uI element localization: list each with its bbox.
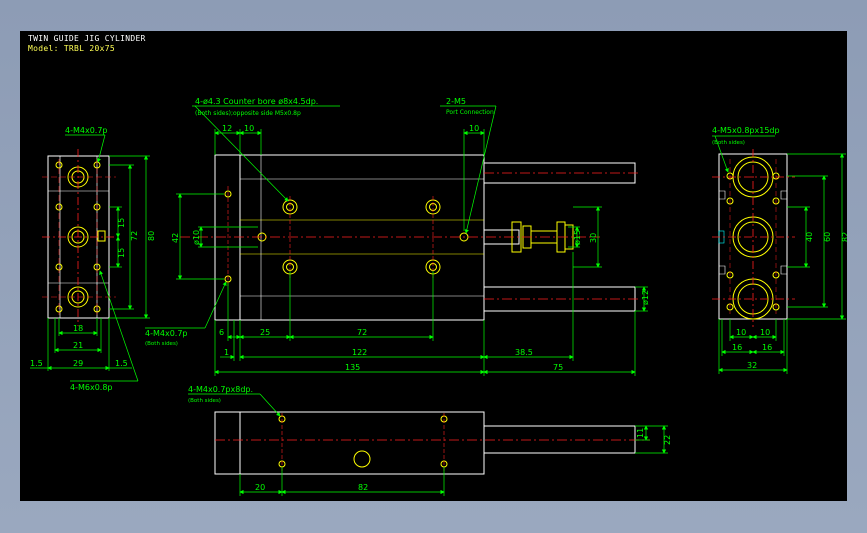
dim-left-1-5-right: 1.5 <box>115 359 128 368</box>
dim-bottom-20: 20 <box>255 483 265 492</box>
dim-left-72: 72 <box>130 231 139 241</box>
dim-right-10b: 10 <box>760 328 770 337</box>
front-left-thread-label: 4-M4x0.7p <box>145 329 188 338</box>
dim-bottom-11: 11 <box>636 428 645 438</box>
dim-front-dia-12: ø12 <box>641 290 650 305</box>
drawing-title: TWIN GUIDE JIG CYLINDER <box>28 34 146 43</box>
front-view: 4-ø4.3 Counter bore ø8x4.5dp. (Both side… <box>145 97 650 376</box>
dim-right-60: 60 <box>823 232 832 242</box>
left-bottom-thread-label: 4-M6x0.8p <box>70 383 113 392</box>
dim-front-1: 1 <box>224 348 229 357</box>
dim-front-dia-10: ø10 <box>192 230 201 245</box>
dim-front-38-5: 38.5 <box>515 348 533 357</box>
right-end-view: 4-M5x0.8px15dp (Both sides) 40 60 82 10 … <box>712 126 847 374</box>
dim-front-72: 72 <box>357 328 367 337</box>
front-left-thread-note: (Both sides) <box>145 341 178 347</box>
bottom-view: 4-M4x0.7px8dp. (Both sides) 11 22 20 82 <box>188 385 672 496</box>
dim-right-82: 82 <box>841 232 847 242</box>
cad-drawing-canvas: TWIN GUIDE JIG CYLINDER Model: TRBL 20x7… <box>20 31 847 501</box>
right-thread-label: 4-M5x0.8px15dp <box>712 126 780 135</box>
left-side-view: 4-M4x0.7p 4-M6x0.8p 15 15 72 80 18 21 29… <box>30 126 156 392</box>
dim-right-16b: 16 <box>762 343 772 352</box>
dim-front-135: 135 <box>345 363 360 372</box>
dim-front-10-right: 10 <box>469 124 479 133</box>
dim-right-16a: 16 <box>732 343 742 352</box>
dim-bottom-22: 22 <box>663 435 672 445</box>
right-thread-note: (Both sides) <box>712 140 745 146</box>
dim-front-10: 10 <box>244 124 254 133</box>
dim-front-122: 122 <box>352 348 367 357</box>
dim-front-6: 6 <box>219 328 224 337</box>
dim-left-1-5-left: 1.5 <box>30 359 43 368</box>
dim-right-10a: 10 <box>736 328 746 337</box>
dim-left-29: 29 <box>73 359 83 368</box>
counter-bore-note: (Both sides);opposite side M5x0.8p <box>195 110 301 117</box>
dim-left-15b: 15 <box>117 248 126 258</box>
port-note: Port Connection <box>446 109 494 116</box>
counter-bore-label: 4-ø4.3 Counter bore ø8x4.5dp. <box>195 97 318 106</box>
dim-right-40: 40 <box>805 232 814 242</box>
dim-left-15a: 15 <box>117 218 126 228</box>
dim-front-42: 42 <box>171 233 180 243</box>
bottom-thread-note: (Both sides) <box>188 398 221 404</box>
dim-left-80: 80 <box>147 231 156 241</box>
dim-front-25: 25 <box>260 328 270 337</box>
model-label: Model: TRBL 20x75 <box>28 44 115 53</box>
dim-bottom-82: 82 <box>358 483 368 492</box>
dim-front-75: 75 <box>553 363 563 372</box>
dim-front-30: 30 <box>589 233 598 243</box>
technical-drawing: 4-M4x0.7p 4-M6x0.8p 15 15 72 80 18 21 29… <box>30 97 847 496</box>
dim-right-32: 32 <box>747 361 757 370</box>
port-label: 2-M5 <box>446 97 466 106</box>
left-top-thread-label: 4-M4x0.7p <box>65 126 108 135</box>
dim-left-18: 18 <box>73 324 83 333</box>
dim-left-21: 21 <box>73 341 83 350</box>
bottom-thread-label: 4-M4x0.7px8dp. <box>188 385 253 394</box>
dim-front-12: 12 <box>222 124 232 133</box>
dim-front-dia-15: ø15 <box>573 230 582 245</box>
